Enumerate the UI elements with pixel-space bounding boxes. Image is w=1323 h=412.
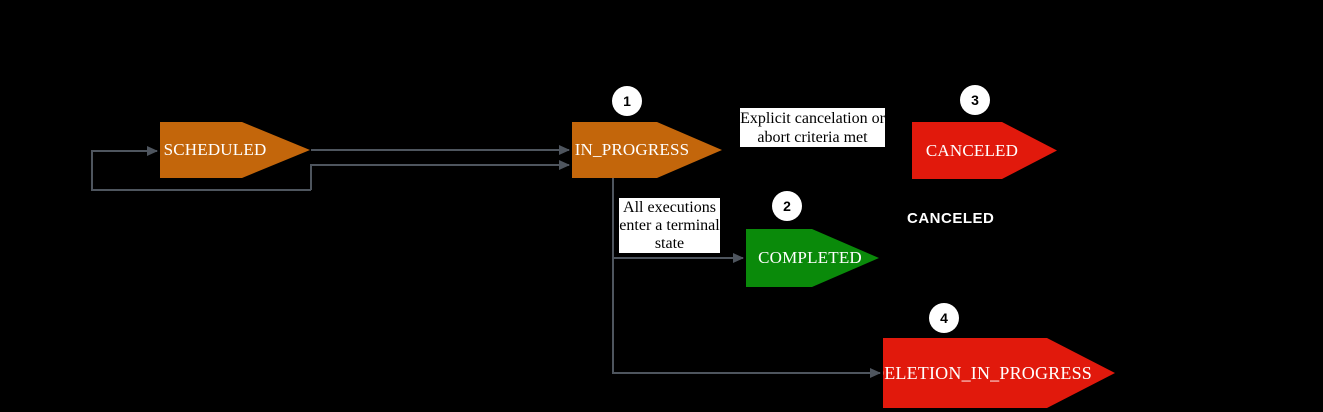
edge-note-cancelation: Explicit cancelation or abort criteria m… [740,108,885,147]
edge-note-terminal: All executions enter a terminal state [619,198,720,253]
state-label-deletion-in-progress: DELETION_IN_PROGRESS [871,362,1093,383]
edge-in-progress-to-deletion [612,178,881,378]
edge-loop-to-in-progress [310,160,570,190]
state-label-canceled: CANCELED [925,140,1019,160]
badge-step-3: 3 [960,85,990,115]
state-label-in-progress: IN_PROGRESS [574,140,690,159]
badge-step-2: 2 [772,191,802,221]
badge-step-4: 4 [929,303,959,333]
edge-start-to-scheduled [91,146,311,191]
floating-label-canceled: CANCELED [907,210,995,227]
state-label-scheduled: SCHEDULED [163,140,267,159]
state-label-completed: COMPLETED [758,248,862,267]
badge-step-1: 1 [612,86,642,116]
